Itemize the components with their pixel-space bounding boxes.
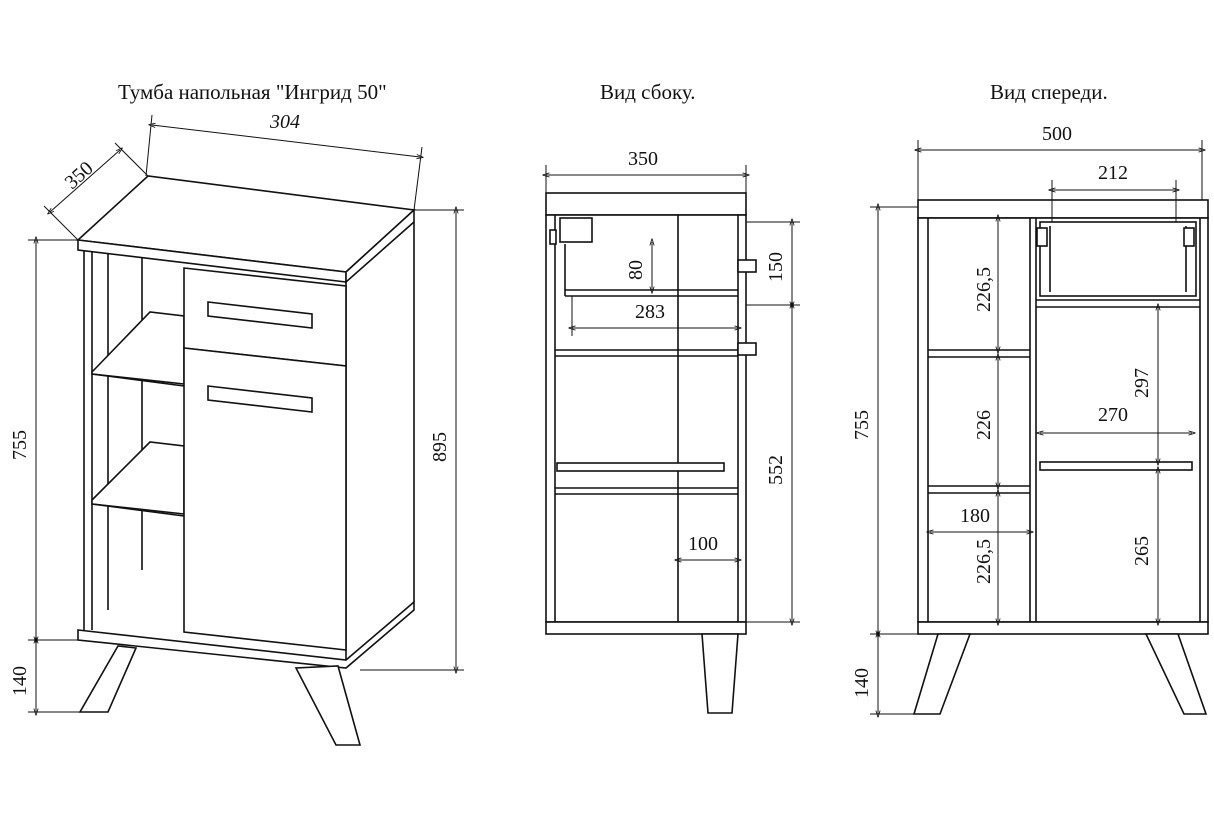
- side-view-title: Вид сбоку.: [600, 80, 696, 104]
- side-dim-offset: 100: [688, 533, 718, 555]
- iso-view: 304 350 755 140 895: [9, 111, 464, 746]
- side-dim-drawer-height: 150: [765, 252, 787, 282]
- iso-view-title: Тумба напольная "Ингрид 50": [118, 80, 387, 104]
- front-dim-open-width: 180: [960, 505, 990, 527]
- dim-leg-height: 140: [9, 666, 31, 696]
- front-dim-door-upper: 297: [1131, 368, 1153, 398]
- dim-depth: 350: [61, 157, 98, 193]
- front-view: 500 212 755 140 226,5 226 226,5 180 297 …: [851, 123, 1209, 714]
- front-dim-shelf-bottom: 226,5: [973, 539, 995, 584]
- front-dim-shelf-mid: 226: [973, 410, 995, 440]
- front-dim-width: 500: [1042, 123, 1072, 145]
- dim-body-height: 755: [9, 430, 31, 460]
- front-dim-door-lower: 265: [1131, 536, 1153, 566]
- side-dim-lower-height: 552: [765, 455, 787, 485]
- side-view: 350 150 552 80 283 100: [546, 148, 800, 714]
- front-dim-shelf-top: 226,5: [973, 267, 995, 312]
- side-dim-drawer-depth: 283: [635, 301, 665, 323]
- side-dim-drawer-inner: 80: [625, 260, 647, 280]
- front-dim-body-height: 755: [851, 410, 873, 440]
- front-view-title: Вид спереди.: [990, 80, 1108, 104]
- side-dim-depth: 350: [628, 148, 658, 170]
- dim-width: 304: [269, 111, 300, 133]
- front-dim-drawer-width: 212: [1098, 162, 1128, 184]
- front-dim-leg-height: 140: [851, 668, 873, 698]
- front-dim-door-inner-width: 270: [1098, 404, 1128, 426]
- dim-total-height: 895: [429, 432, 451, 462]
